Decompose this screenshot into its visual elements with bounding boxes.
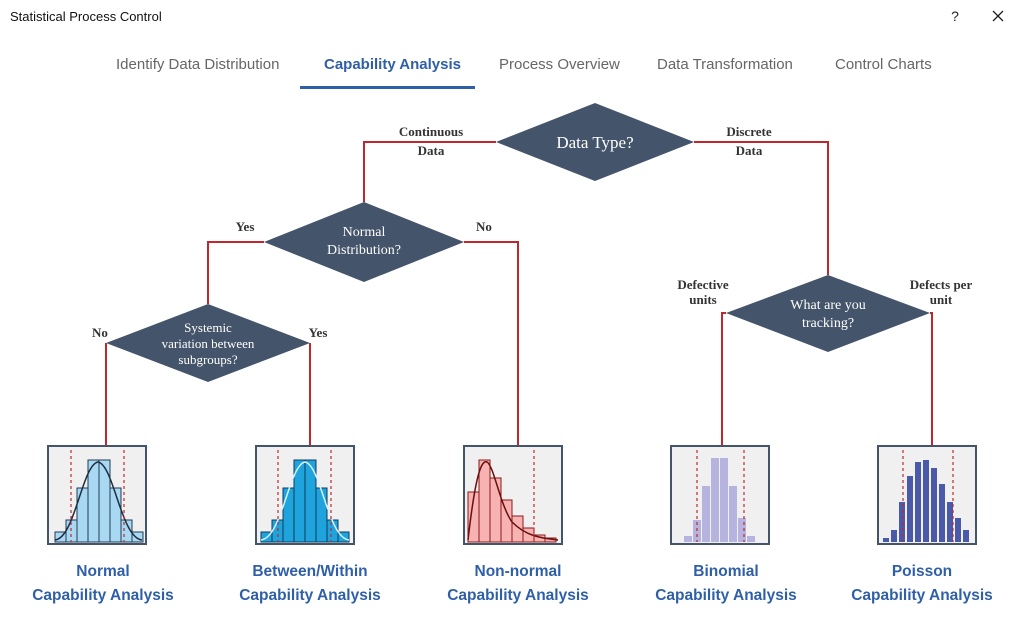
- window-title: Statistical Process Control: [10, 9, 162, 24]
- tab-capability-analysis[interactable]: Capability Analysis: [324, 56, 461, 73]
- connector-lines: [105, 141, 933, 446]
- binomial-capability-thumbnail[interactable]: [670, 445, 770, 545]
- close-button[interactable]: [988, 6, 1008, 26]
- data-type-decision[interactable]: Data Type?: [496, 103, 694, 181]
- non-normal-capability-analysis-link[interactable]: Non-normal Capability Analysis: [418, 560, 618, 608]
- outcome-subtitle: Capability Analysis: [447, 587, 589, 604]
- systemic-yes-label: Yes: [309, 325, 328, 340]
- outcome-subtitle: Capability Analysis: [32, 587, 174, 604]
- outcome-subtitle: Capability Analysis: [239, 587, 381, 604]
- active-tab-indicator: [300, 86, 475, 89]
- poisson-capability-analysis-link[interactable]: Poisson Capability Analysis: [822, 560, 1022, 608]
- normal-capability-analysis-link[interactable]: Normal Capability Analysis: [3, 560, 203, 608]
- defects-per-unit-label-line2: unit: [930, 292, 953, 307]
- title-bar: Statistical Process Control ?: [0, 0, 1024, 34]
- non-normal-capability-thumbnail[interactable]: [463, 445, 563, 545]
- normal-capability-thumbnail[interactable]: [47, 445, 147, 545]
- defective-units-label-line2: units: [689, 292, 716, 307]
- outcome-title: Between/Within: [252, 563, 368, 580]
- defects-per-unit-label: Defects per: [910, 277, 973, 292]
- tab-control-charts[interactable]: Control Charts: [835, 56, 932, 73]
- poisson-capability-thumbnail[interactable]: [877, 445, 977, 545]
- outcome-subtitle: Capability Analysis: [851, 587, 993, 604]
- data-type-question: Data Type?: [556, 133, 633, 152]
- discrete-label: Discrete: [726, 124, 771, 139]
- normal-distribution-decision[interactable]: Normal Distribution?: [264, 202, 464, 282]
- tab-identify-data-distribution[interactable]: Identify Data Distribution: [116, 56, 280, 73]
- normal-distribution-question-line2: Distribution?: [327, 243, 401, 258]
- between-within-capability-thumbnail[interactable]: [255, 445, 355, 545]
- continuous-label: Continuous: [399, 124, 463, 139]
- systemic-question-line2: variation between: [162, 336, 255, 351]
- close-icon: [992, 10, 1004, 22]
- outcome-title: Normal: [76, 563, 130, 580]
- continuous-label-line2: Data: [418, 143, 445, 158]
- systemic-question-line3: subgroups?: [178, 352, 237, 367]
- systemic-question: Systemic: [184, 320, 232, 335]
- outcome-title: Poisson: [891, 563, 953, 580]
- normal-no-label: No: [476, 219, 492, 234]
- systemic-no-label: No: [92, 325, 108, 340]
- tab-bar: Identify Data Distribution Capability An…: [0, 44, 1024, 92]
- branch-labels: Continuous Data Discrete Data Yes No No …: [92, 124, 972, 340]
- discrete-label-line2: Data: [736, 143, 763, 158]
- binomial-capability-analysis-link[interactable]: Binomial Capability Analysis: [626, 560, 826, 608]
- tracking-question: What are you: [790, 298, 865, 313]
- decision-nodes: Data Type? Normal Distribution? What are…: [106, 103, 930, 382]
- tab-data-transformation[interactable]: Data Transformation: [657, 56, 793, 73]
- between-within-capability-analysis-link[interactable]: Between/Within Capability Analysis: [210, 560, 410, 608]
- tracking-question-line2: tracking?: [802, 316, 854, 331]
- normal-yes-label: Yes: [236, 219, 255, 234]
- tab-process-overview[interactable]: Process Overview: [499, 56, 620, 73]
- outcome-title: Binomial: [693, 563, 759, 580]
- systemic-variation-decision[interactable]: Systemic variation between subgroups?: [106, 304, 310, 382]
- tracking-decision[interactable]: What are you tracking?: [726, 275, 930, 352]
- normal-distribution-question: Normal: [343, 225, 386, 240]
- defective-units-label: Defective: [677, 277, 728, 292]
- help-button[interactable]: ?: [951, 8, 959, 24]
- outcome-subtitle: Capability Analysis: [655, 587, 797, 604]
- outcome-title: Non-normal: [474, 563, 562, 580]
